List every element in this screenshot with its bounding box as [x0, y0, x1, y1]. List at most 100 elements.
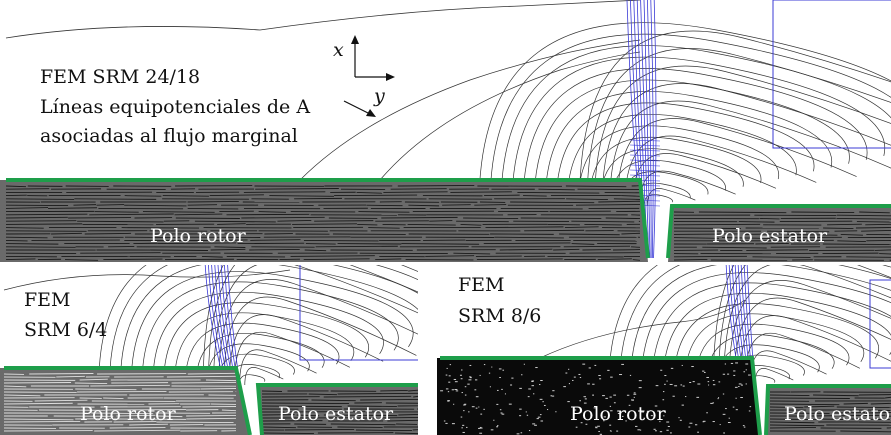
- rotor-speck: [464, 386, 467, 388]
- panel-srm-8-6: FEM SRM 8/6 Polo rotor Polo estator: [437, 262, 891, 435]
- rotor-streak: [5, 239, 28, 242]
- rotor-speck: [537, 416, 541, 418]
- rotor-speck: [664, 383, 666, 385]
- stator-streak: [261, 390, 283, 392]
- rotor-speck: [599, 433, 603, 435]
- rotor-speck: [447, 391, 450, 393]
- rotor-speck: [712, 379, 715, 381]
- stator-streak: [308, 393, 337, 396]
- rotor-streak: [621, 232, 641, 235]
- stator-outline-top: [666, 204, 891, 259]
- rotor-speck: [440, 390, 444, 392]
- rotor-outline-6-4: [4, 366, 252, 435]
- rotor-streak: [90, 384, 170, 387]
- stator-streak: [347, 405, 397, 407]
- rotor-streak: [315, 245, 398, 248]
- rotor-speck: [534, 424, 537, 426]
- rotor-speck: [735, 362, 739, 364]
- rotor-speck: [454, 388, 458, 390]
- rotor-speck: [669, 383, 673, 385]
- rotor-speck: [595, 426, 597, 428]
- stator-winding-box-6-4: [299, 262, 418, 361]
- rotor-speck: [621, 363, 624, 365]
- rotor-speck: [733, 370, 736, 372]
- stator-streak: [743, 233, 784, 235]
- rotor-speck: [717, 398, 719, 400]
- contour-line: [208, 262, 418, 386]
- rotor-speck: [579, 377, 582, 379]
- rotor-streak: [74, 198, 157, 200]
- rotor-speck: [469, 377, 472, 379]
- rotor-streak: [5, 243, 59, 245]
- rotor-speck: [610, 410, 613, 412]
- rotor-speck: [680, 384, 683, 386]
- rotor-speck: [552, 390, 555, 392]
- stator-streak: [752, 256, 811, 258]
- rotor-speck: [640, 429, 642, 431]
- contour-line: [299, 39, 641, 181]
- rotor-speck: [496, 403, 499, 405]
- rotor-speck: [531, 385, 535, 387]
- stator-streak: [673, 258, 708, 261]
- stator-streak: [673, 237, 720, 239]
- rotor-speck: [748, 410, 751, 412]
- rotor-speck: [697, 383, 701, 385]
- rotor-speck: [592, 394, 594, 396]
- rotor-streak: [89, 213, 174, 216]
- pointer-arrow-icon: [366, 109, 376, 117]
- stator-streak: [261, 426, 296, 429]
- rotor-speck: [609, 405, 612, 407]
- rotor-speck: [468, 411, 470, 413]
- rotor-speck: [585, 423, 588, 425]
- rotor-speck: [633, 392, 636, 394]
- rotor-streak: [381, 216, 458, 219]
- stator-label-8-6: Polo estator: [784, 403, 891, 425]
- rotor-streak: [565, 185, 627, 188]
- equipotential-contours-8-6: [539, 262, 891, 387]
- rotor-speck: [469, 364, 472, 366]
- rotor-speck: [637, 429, 641, 431]
- rotor-speck: [697, 431, 699, 433]
- stator-streak: [884, 396, 891, 399]
- stator-streak: [394, 432, 418, 435]
- rotor-speck: [459, 374, 462, 376]
- rotor-streak: [631, 246, 641, 248]
- contour-line: [728, 280, 891, 387]
- rotor-speck: [712, 421, 715, 423]
- contour-line: [555, 102, 815, 207]
- rotor-speck: [666, 380, 668, 382]
- stator-streak: [323, 395, 412, 398]
- rotor-speck: [460, 416, 463, 418]
- rotor-speck: [454, 381, 458, 383]
- rotor-streak: [187, 372, 237, 375]
- rotor-speck: [497, 425, 499, 427]
- rotor-speck: [708, 384, 710, 386]
- stator-winding-box: [772, 0, 891, 149]
- contour-line: [566, 114, 797, 207]
- stator-field-lines-6-4: [261, 389, 418, 435]
- rotor-speck: [567, 401, 570, 403]
- stator-streak: [851, 418, 891, 421]
- rotor-speck: [613, 394, 617, 396]
- title-line-3: asociadas al flujo marginal: [40, 125, 298, 147]
- stator-streak: [769, 394, 810, 397]
- rotor-speck: [479, 432, 483, 434]
- contour-line: [152, 291, 384, 386]
- contour-line: [130, 271, 414, 386]
- rotor-speck: [539, 398, 543, 400]
- rotor-speck: [479, 426, 482, 428]
- rotor-streak: [77, 220, 164, 223]
- rotor-speck: [626, 394, 630, 396]
- rotor-label-top: Polo rotor: [150, 225, 247, 247]
- stator-streak: [380, 417, 418, 419]
- title-8-6-line-2: SRM 8/6: [458, 305, 541, 327]
- rotor-streak: [563, 245, 631, 248]
- rotor-streak: [162, 195, 209, 197]
- rotor-speck: [621, 415, 624, 417]
- rotor-streak: [77, 391, 167, 393]
- rotor-speck: [568, 383, 571, 385]
- rotor-streak: [258, 211, 286, 213]
- stator-streak: [787, 233, 838, 236]
- rotor-streak: [214, 246, 246, 248]
- contour-line: [616, 118, 857, 207]
